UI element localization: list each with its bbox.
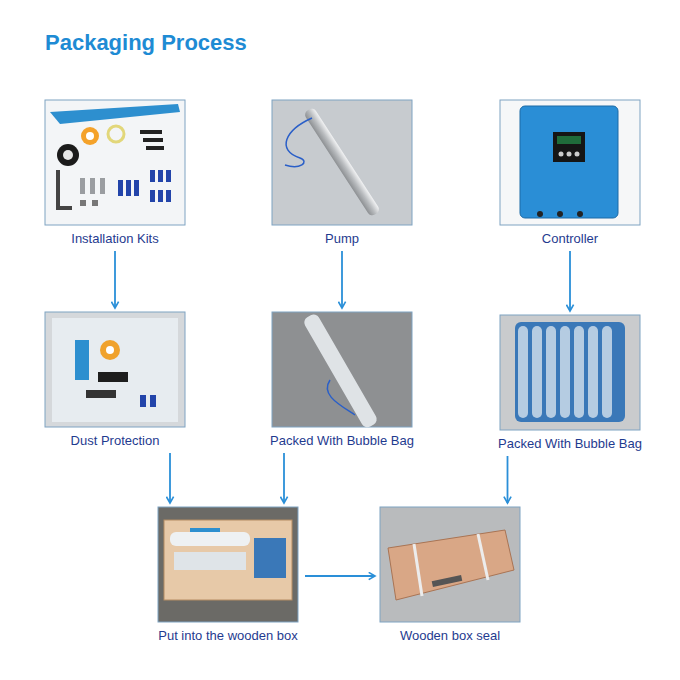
sealed-box-photo xyxy=(380,507,520,622)
flow-arrow xyxy=(169,453,171,503)
step-caption: Packed With Bubble Bag xyxy=(495,436,645,451)
flow-arrow xyxy=(283,453,285,503)
flow-arrow xyxy=(305,575,375,577)
step-caption: Installation Kits xyxy=(45,231,185,246)
controller-bag-photo xyxy=(500,315,640,430)
step-caption: Wooden box seal xyxy=(380,628,520,643)
flow-arrow xyxy=(507,456,509,503)
pump-bag-photo xyxy=(272,312,412,429)
step-caption: Controller xyxy=(500,231,640,246)
photo-step: Packed With Bubble Bag xyxy=(267,312,417,450)
flow-arrow xyxy=(341,251,343,308)
photo-step: Pump xyxy=(272,100,412,248)
photo-step: Installation Kits xyxy=(45,100,185,248)
controller-photo xyxy=(500,100,640,225)
photo-step: Put into the wooden box xyxy=(155,507,301,645)
photo-step: Wooden box seal xyxy=(380,507,520,645)
step-caption: Packed With Bubble Bag xyxy=(267,433,417,448)
flow-arrow xyxy=(114,251,116,308)
pump-photo xyxy=(272,100,412,225)
diagram-title: Packaging Process xyxy=(45,30,247,56)
photo-step: Controller xyxy=(500,100,640,248)
flow-arrow xyxy=(569,251,571,311)
kits-photo xyxy=(45,100,185,225)
photo-step: Packed With Bubble Bag xyxy=(495,315,645,453)
step-caption: Put into the wooden box xyxy=(155,628,301,643)
photo-step: Dust Protection xyxy=(45,312,185,450)
open-box-photo xyxy=(158,507,298,622)
step-caption: Dust Protection xyxy=(45,433,185,448)
dust-bag-photo xyxy=(45,312,185,427)
step-caption: Pump xyxy=(272,231,412,246)
